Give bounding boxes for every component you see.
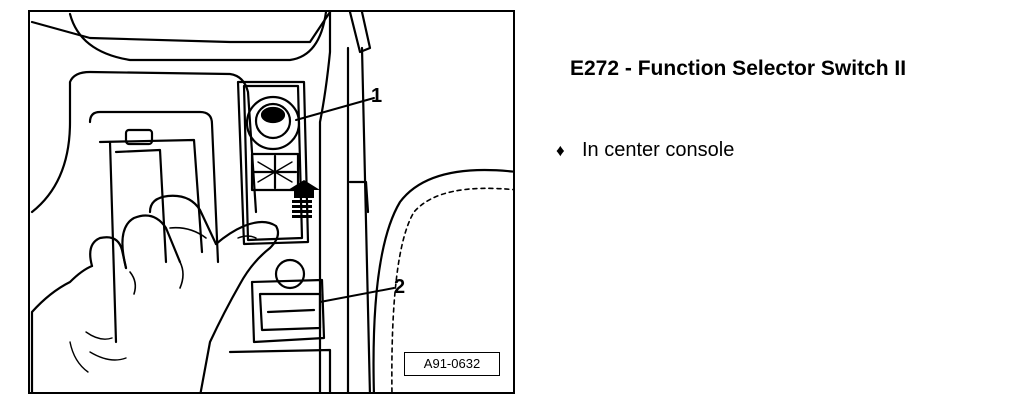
diamond-bullet-icon: ♦: [556, 141, 565, 160]
vent-slot: [348, 12, 372, 54]
gear-boot-outline: [88, 110, 220, 264]
seat-outline: [372, 168, 513, 392]
seat-seam: [391, 187, 513, 392]
dashboard-curve: [68, 12, 328, 62]
figure-id-label: A91-0632: [404, 352, 500, 376]
list-item: ♦ In center console: [556, 138, 734, 163]
leader-line-2: [319, 287, 395, 303]
callout-number-1: 1: [371, 85, 383, 107]
dashboard-edge: [30, 12, 332, 44]
gear-lever-top: [124, 128, 154, 146]
illustration-frame: 1 2 A91-0632: [28, 10, 515, 394]
list-item-text: In center console: [582, 139, 735, 161]
console-left-panel: [30, 70, 258, 214]
component-title: E272 - Function Selector Switch II: [570, 57, 907, 80]
gear-boot-inner: [98, 138, 204, 254]
callout-number-2: 2: [394, 276, 406, 298]
lower-switch-housing: [250, 278, 326, 344]
hand-illustration: [30, 194, 280, 392]
switch-recess-inner: [242, 84, 304, 242]
selector-knob-bezel: [245, 95, 301, 151]
console-center-edge: [318, 12, 332, 392]
lower-switch-face: [258, 292, 322, 332]
console-right-edge-2: [360, 46, 372, 392]
switch-symbol-plate: [250, 152, 300, 192]
seat-bracket: [348, 180, 370, 214]
switch-diagonals: [257, 161, 293, 183]
up-arrow-icon: [288, 180, 320, 218]
leader-line-1: [295, 97, 375, 121]
selector-knob-cap: [260, 106, 286, 124]
switch-recess: [236, 80, 310, 246]
location-list: ♦ In center console: [556, 138, 734, 163]
console-bottom: [228, 348, 332, 392]
lower-switch-knob: [274, 258, 306, 290]
selector-knob: [254, 102, 292, 140]
gear-boot-left: [108, 140, 118, 344]
console-illustration: [30, 12, 513, 392]
lower-switch-slot: [266, 308, 316, 314]
